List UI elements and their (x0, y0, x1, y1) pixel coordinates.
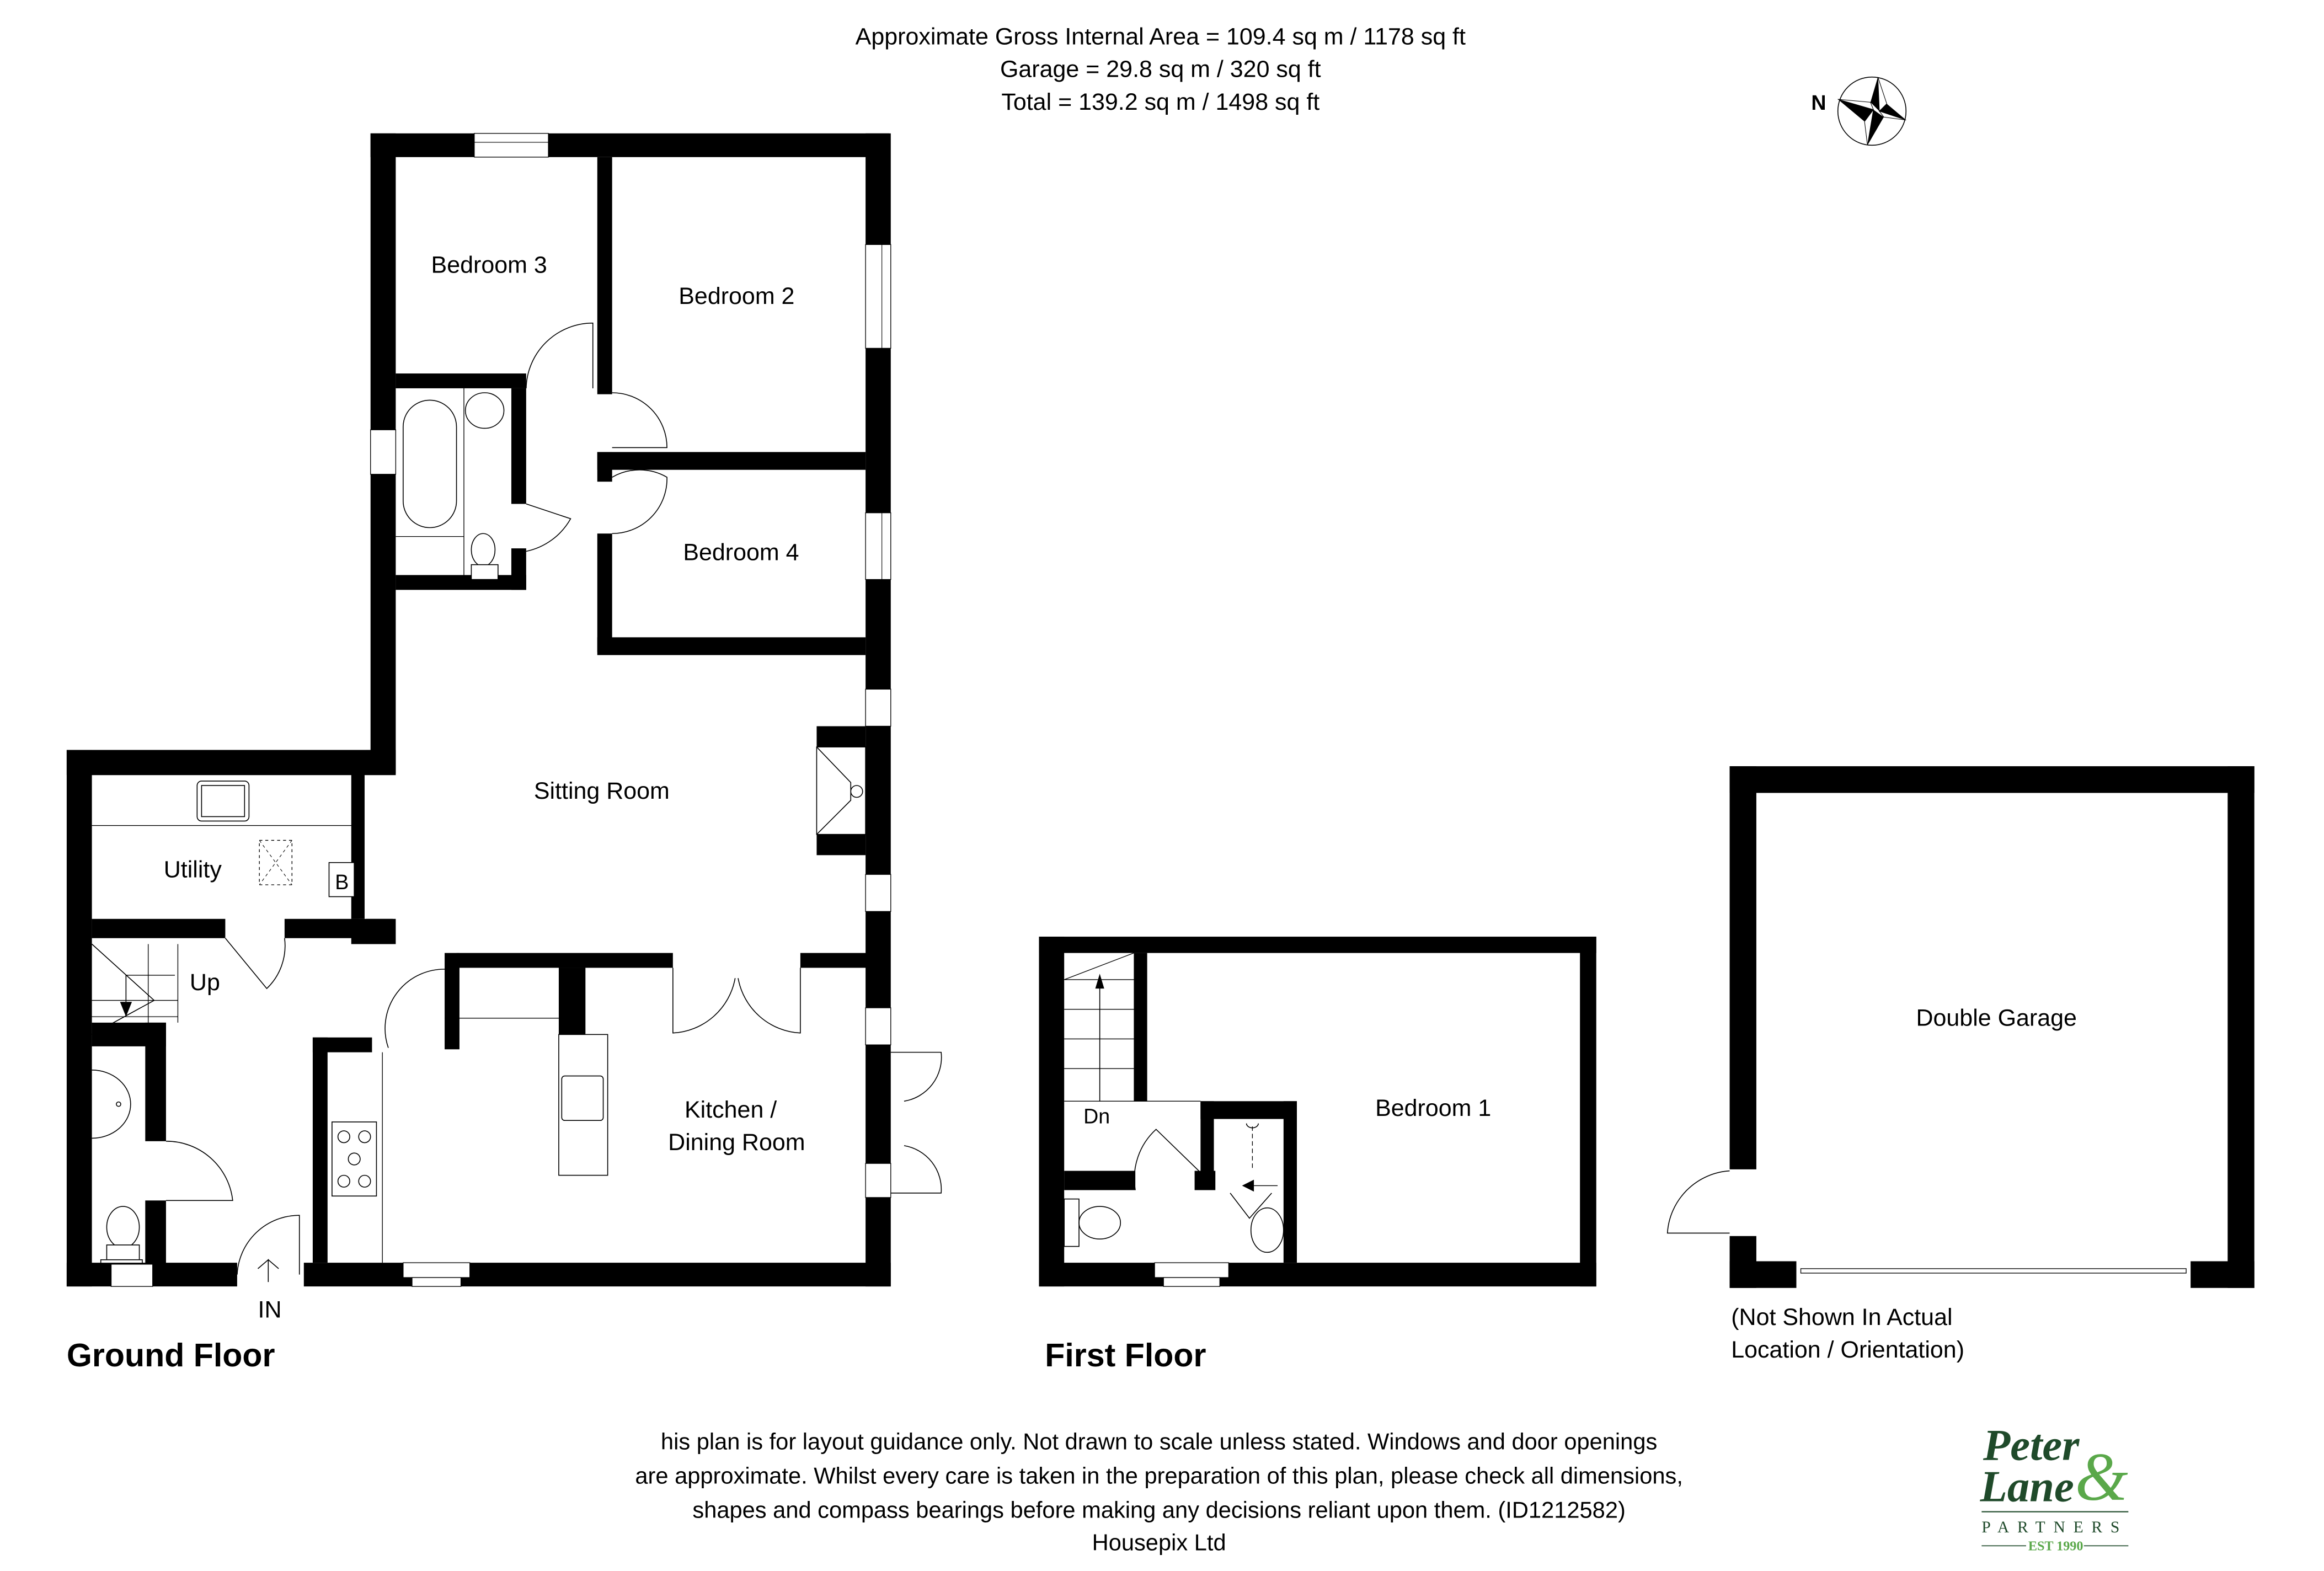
ground-floor-plan: B Up IN (66, 133, 942, 1374)
disclaimer: his plan is for layout guidance only. No… (635, 1429, 1683, 1556)
north-label: N (1811, 91, 1826, 114)
gross-area-text: Approximate Gross Internal Area = 109.4 … (856, 24, 1466, 50)
garage-note-line1: (Not Shown In Actual (1731, 1304, 1952, 1330)
stairs-up-label: Up (190, 969, 220, 996)
peter-lane-logo: Peter Lane & PARTNERS EST 1990 (1980, 1420, 2129, 1553)
ground-floor-title: Ground Floor (67, 1337, 275, 1374)
kitchen-label-line1: Kitchen / (685, 1097, 777, 1123)
logo-partners: PARTNERS (1981, 1519, 2128, 1536)
bedroom-3-label: Bedroom 3 (431, 252, 547, 278)
area-summary: Approximate Gross Internal Area = 109.4 … (856, 24, 1466, 115)
sitting-room-label: Sitting Room (534, 778, 670, 804)
logo-est: EST 1990 (2028, 1538, 2083, 1553)
stairs-down-label: Dn (1083, 1105, 1110, 1128)
garage-plan: Double Garage (Not Shown In Actual Locat… (1666, 766, 2254, 1363)
disclaimer-line3: shapes and compass bearings before makin… (692, 1497, 1625, 1522)
garage-note-line2: Location / Orientation) (1731, 1337, 1964, 1363)
bedroom-1-label: Bedroom 1 (1375, 1095, 1491, 1121)
first-floor-title: First Floor (1045, 1337, 1206, 1374)
double-garage-label: Double Garage (1916, 1004, 2076, 1031)
entrance-label: IN (258, 1297, 282, 1323)
garage-area-text: Garage = 29.8 sq m / 320 sq ft (1000, 56, 1321, 83)
boiler-label: B (335, 870, 349, 894)
utility-label: Utility (164, 857, 222, 883)
compass-rose-icon: N (1811, 76, 1907, 146)
bedroom-2-label: Bedroom 2 (678, 283, 794, 309)
disclaimer-line2: are approximate. Whilst every care is ta… (635, 1462, 1683, 1488)
logo-peter: Peter (1983, 1420, 2080, 1470)
bedroom-4-label: Bedroom 4 (683, 539, 799, 566)
logo-ampersand: & (2075, 1439, 2128, 1515)
kitchen-label-line2: Dining Room (668, 1129, 805, 1156)
first-floor-plan: Dn Bedroom 1 First Floor (1039, 937, 1596, 1374)
disclaimer-line4: Housepix Ltd (1092, 1529, 1226, 1555)
disclaimer-line1: his plan is for layout guidance only. No… (661, 1429, 1657, 1455)
logo-lane: Lane (1980, 1462, 2074, 1511)
total-area-text: Total = 139.2 sq m / 1498 sq ft (1001, 89, 1319, 115)
